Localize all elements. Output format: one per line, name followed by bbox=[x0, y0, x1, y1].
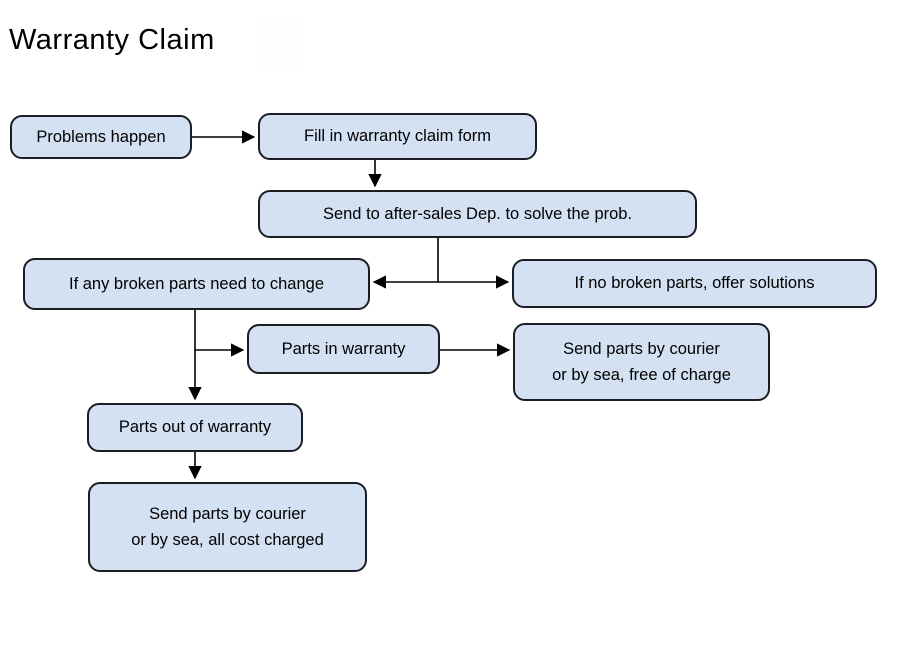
node-label: Parts in warranty bbox=[281, 339, 406, 358]
node-problems-happen: Problems happen bbox=[10, 115, 192, 159]
node-parts-in-warranty: Parts in warranty bbox=[247, 324, 440, 374]
page-title: Warranty Claim bbox=[9, 24, 215, 56]
node-parts-out-of-warranty: Parts out of warranty bbox=[87, 403, 303, 452]
node-if-no-broken-parts: If no broken parts, offer solutions bbox=[512, 259, 877, 308]
node-label: Problems happen bbox=[36, 127, 166, 146]
node-send-parts-free-of-charge: Send parts by courier or by sea, free of… bbox=[513, 323, 770, 401]
node-send-to-after-sales-dep: Send to after-sales Dep. to solve the pr… bbox=[258, 190, 697, 238]
node-send-parts-all-cost-charged: Send parts by courier or by sea, all cos… bbox=[88, 482, 367, 572]
faint-watermark-rectangle bbox=[258, 20, 302, 70]
node-label: Send to after-sales Dep. to solve the pr… bbox=[322, 204, 633, 223]
node-fill-warranty-claim-form: Fill in warranty claim form bbox=[258, 113, 537, 160]
node-label-line1: Send parts by courier bbox=[563, 339, 720, 358]
node-label-line1: Send parts by courier bbox=[149, 504, 306, 523]
node-if-any-broken-parts: If any broken parts need to change bbox=[23, 258, 370, 310]
node-label: If any broken parts need to change bbox=[68, 274, 324, 293]
node-label: If no broken parts, offer solutions bbox=[574, 274, 815, 293]
node-label-line2: or by sea, all cost charged bbox=[131, 531, 324, 549]
node-label-line2: or by sea, free of charge bbox=[552, 366, 731, 384]
node-label: Parts out of warranty bbox=[118, 418, 272, 437]
node-label: Fill in warranty claim form bbox=[303, 127, 492, 146]
